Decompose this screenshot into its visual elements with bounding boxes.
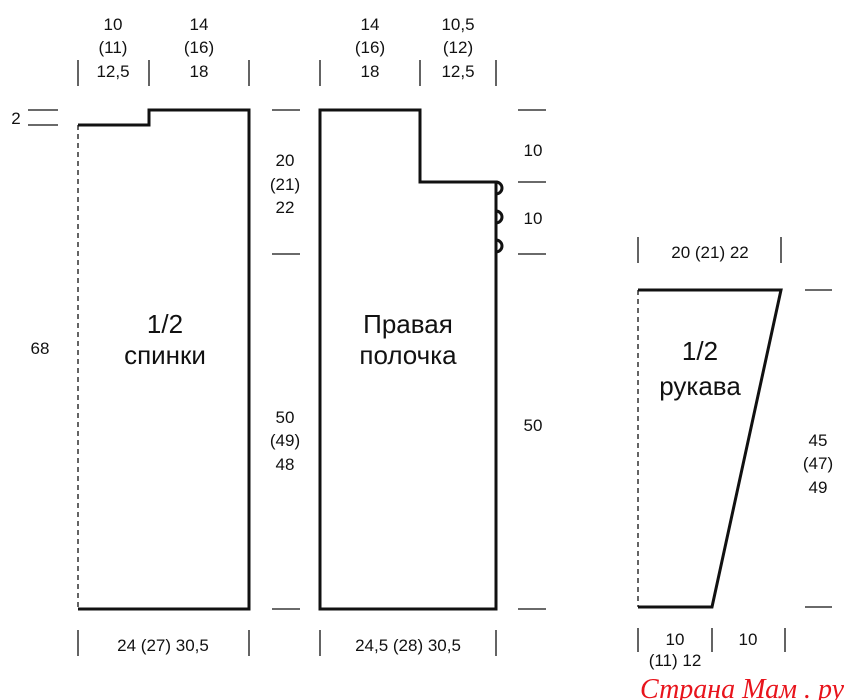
front-piece: 14 (16) 18 10,5 (12) 12,5 10 10 50 24,5 … — [318, 15, 546, 656]
back-body-height-dim: 50 — [276, 408, 295, 427]
front-top-left-dim: 14 — [361, 15, 380, 34]
sleeve-bottom-left-sizes-dim: (11) 12 — [649, 651, 702, 670]
sleeve-height-dim: 49 — [809, 478, 828, 497]
back-armhole-dim: (21) — [270, 175, 300, 194]
back-total-height-dim: 68 — [31, 339, 50, 358]
front-bottom-width-dim: 24,5 (28) 30,5 — [355, 636, 461, 655]
back-title: спинки — [124, 340, 206, 370]
back-bottom-width-dim: 24 (27) 30,5 — [117, 636, 209, 655]
sleeve-height-dim: (47) — [803, 454, 833, 473]
back-top-right-dim: 18 — [190, 62, 209, 81]
front-title: полочка — [359, 340, 457, 370]
front-buttonhole-dim: 10 — [524, 209, 543, 228]
front-top-right-dim: 12,5 — [441, 62, 474, 81]
back-top-right-dim: (16) — [184, 38, 214, 57]
sleeve-outline — [638, 288, 783, 609]
sleeve-title: рукава — [659, 371, 741, 401]
front-body-height-dim: 50 — [524, 416, 543, 435]
front-top-left-dim: 18 — [361, 62, 380, 81]
buttonhole-loops-icon — [495, 180, 504, 254]
sleeve-piece: 20 (21) 22 45 (47) 49 1/2 рукава 10 (11)… — [637, 237, 833, 670]
back-body-height-dim: 48 — [276, 455, 295, 474]
sleeve-bottom-left-dim: 10 — [666, 630, 685, 649]
back-title: 1/2 — [147, 309, 183, 339]
front-top-right-dim: 10,5 — [441, 15, 474, 34]
sleeve-bottom-right-dim: 10 — [739, 630, 758, 649]
back-outline — [78, 108, 251, 611]
back-piece: 10 (11) 12,5 14 (16) 18 2 68 20 (21) 22 … — [11, 15, 300, 656]
front-top-right-dim: (12) — [443, 38, 473, 57]
back-shoulder-drop-dim: 2 — [11, 109, 20, 128]
watermark: Страна Мам . ру — [640, 674, 845, 700]
back-body-height-dim: (49) — [270, 431, 300, 450]
front-title: Правая — [363, 309, 453, 339]
front-neck-depth-dim: 10 — [524, 141, 543, 160]
sleeve-height-dim: 45 — [809, 431, 828, 450]
back-top-left-dim: 12,5 — [96, 62, 129, 81]
front-top-left-dim: (16) — [355, 38, 385, 57]
back-top-left-dim: (11) — [99, 38, 128, 57]
back-armhole-dim: 20 — [276, 151, 295, 170]
sleeve-title: 1/2 — [682, 336, 718, 366]
back-top-left-dim: 10 — [104, 15, 123, 34]
back-armhole-dim: 22 — [276, 198, 295, 217]
sleeve-top-width-dim: 20 (21) 22 — [671, 243, 749, 262]
back-top-right-dim: 14 — [190, 15, 209, 34]
